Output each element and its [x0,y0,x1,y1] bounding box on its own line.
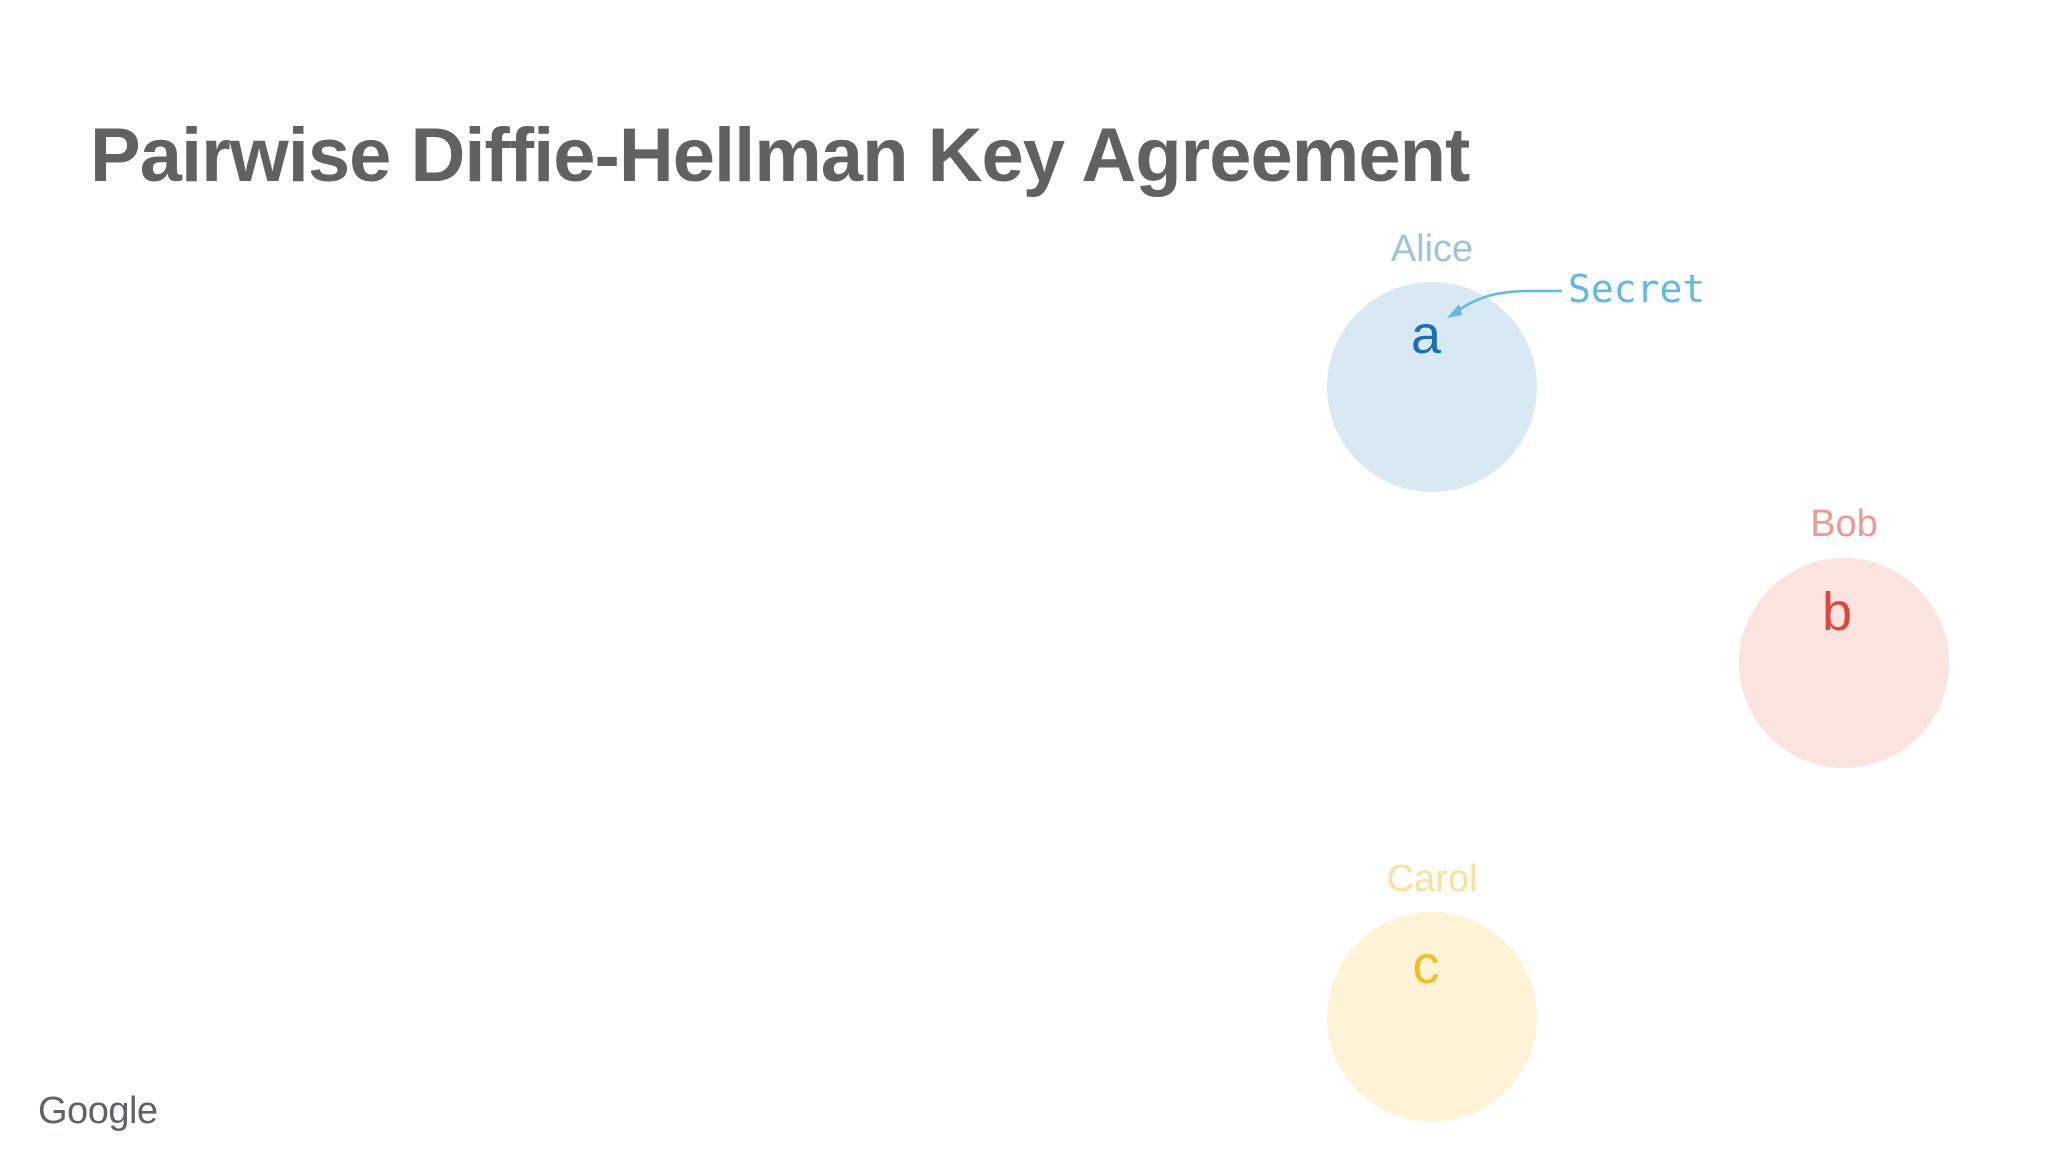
participant-name-alice: Alice [1390,228,1474,270]
secret-annotation-label: Secret [1568,267,1706,311]
secret-letter-carol: c [1412,935,1440,995]
participant-name-bob: Bob [1810,503,1878,545]
secret-letter-alice: a [1410,305,1442,365]
participant-circle-carol [1327,912,1537,1122]
slide-title: Pairwise Diffie-Hellman Key Agreement [90,113,1470,198]
participant-name-carol: Carol [1386,858,1478,900]
secret-letter-bob: b [1821,582,1853,642]
participant-circle-bob [1739,558,1949,768]
participant-circle-alice [1327,282,1537,492]
google-logo: Google [38,1090,158,1132]
